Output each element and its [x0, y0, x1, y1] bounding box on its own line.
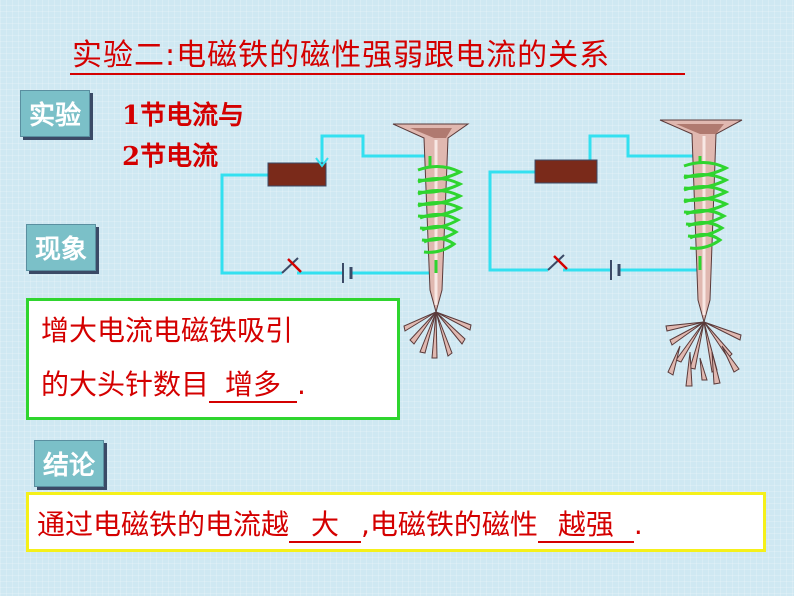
experiment-line-1: 1节电流与 [122, 101, 245, 131]
right-circuit [488, 134, 700, 272]
experiment-tag: 实验 [20, 90, 91, 137]
left-coil [417, 156, 464, 273]
right-rheostat [534, 159, 598, 184]
phenomenon-line-2-prefix: 的大头针数目 [41, 368, 210, 401]
page-title: 实验二:电磁铁的磁性强弱跟电流的关系 [72, 38, 611, 73]
phenomenon-line-1: 增大电流电磁铁吸引 [41, 314, 294, 347]
phenomenon-box: 增大电流电磁铁吸引 的大头针数目增多. [26, 298, 400, 420]
conclusion-suffix: . [633, 508, 643, 541]
phenomenon-line-2-suffix: . [297, 368, 306, 401]
conclusion-blank-1: 大 [289, 509, 362, 543]
experiment-line-2: 2节电流 [122, 142, 219, 172]
left-circuit [220, 134, 436, 275]
conclusion-sentence: 通过电磁铁的电流越大,电磁铁的磁性越强. [37, 503, 643, 543]
phenomenon-answer-blank: 增多 [209, 369, 298, 403]
title-underline [70, 73, 685, 75]
conclusion-blank-2: 越强 [537, 509, 634, 543]
phenomenon-tag: 现象 [26, 224, 97, 271]
right-pins [665, 321, 742, 387]
conclusion-tag: 结论 [34, 440, 105, 487]
left-pins [403, 311, 472, 359]
conclusion-prefix: 通过电磁铁的电流越 [37, 508, 290, 541]
left-switch [281, 257, 299, 274]
phenomenon-line-2: 的大头针数目增多. [41, 363, 306, 403]
right-nail [659, 119, 743, 324]
left-rheostat [267, 162, 327, 187]
conclusion-middle: ,电磁铁的磁性 [361, 508, 538, 541]
right-coil [683, 156, 730, 270]
right-switch [547, 254, 565, 271]
conclusion-box: 通过电磁铁的电流越大,电磁铁的磁性越强. [26, 492, 766, 552]
